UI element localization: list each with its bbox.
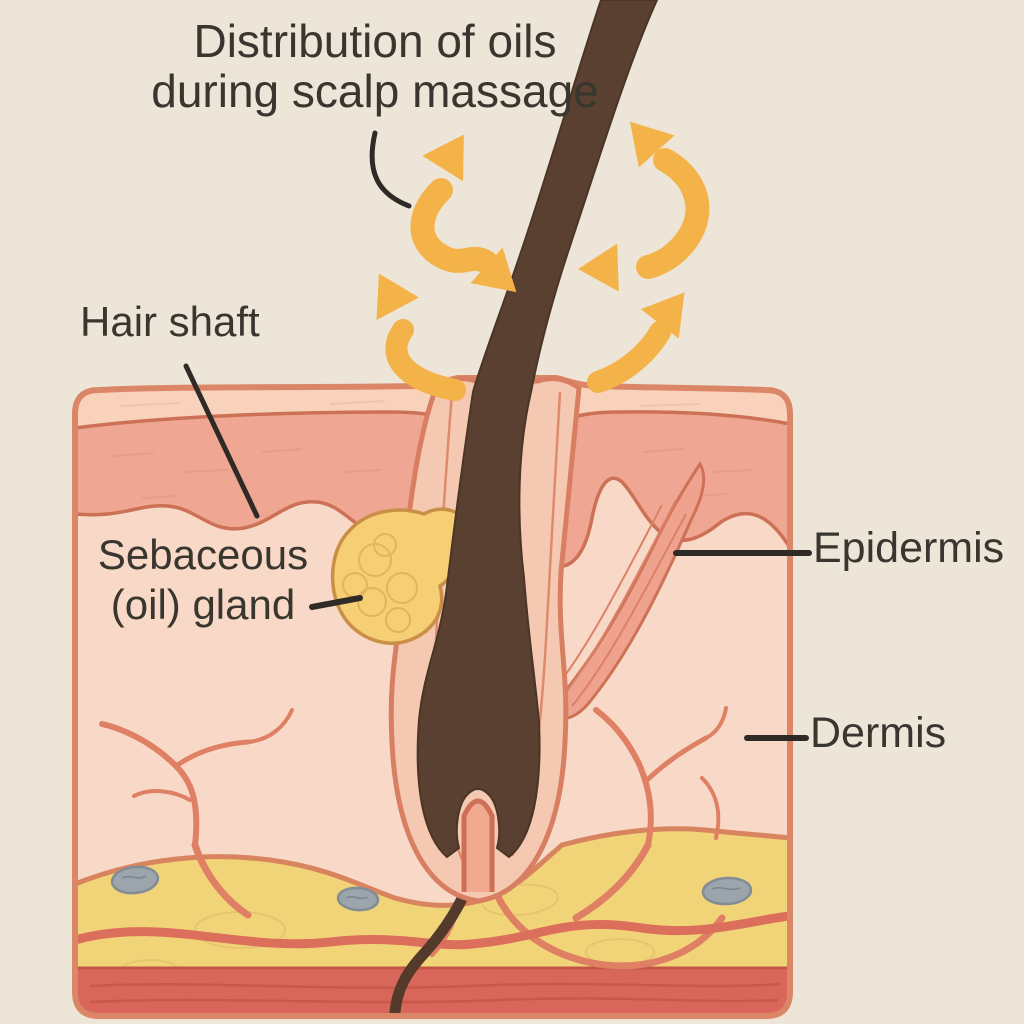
title-pointer-line: [369, 130, 412, 209]
sebaceous-gland: [330, 507, 466, 645]
blood-vessels: [75, 706, 790, 970]
diagram-title: Distribution of oils during scalp massag…: [130, 16, 620, 116]
diagram-title-line2: during scalp massage: [151, 65, 599, 117]
muscle-band-texture: [89, 982, 781, 1004]
oil-arrow-lower-right: [587, 292, 685, 393]
diagram-title-line1: Distribution of oils: [193, 15, 557, 67]
fat-cells: [110, 865, 753, 912]
sebaceous-gland-label-line2: (oil) gland: [110, 581, 296, 628]
oil-arrow-lower-left: [376, 273, 466, 401]
sebaceous-gland-label-line1: Sebaceous: [97, 531, 309, 578]
pointer-lines: [183, 130, 812, 741]
muscle-band-layer: [75, 968, 790, 1016]
skin-block-outline: [72, 375, 793, 1019]
epidermis-label: Epidermis: [813, 524, 1005, 572]
dermal-papilla: [461, 798, 495, 892]
arrector-pili-muscle: [546, 461, 706, 721]
oil-arrow-upper-right: [578, 121, 710, 292]
oil-arrow-upper-left: [410, 134, 517, 293]
dermis-label: Dermis: [810, 709, 947, 757]
oil-flow-arrows: [376, 121, 710, 401]
hair-shaft-graphic: [416, 0, 659, 859]
sebaceous-gland-label: Sebaceous (oil) gland: [88, 530, 318, 630]
sebaceous-pointer-line: [309, 595, 363, 610]
hair-shaft-pointer-line: [183, 363, 260, 519]
hair-shaft-label: Hair shaft: [80, 298, 260, 345]
gland-lobules: [342, 533, 418, 633]
